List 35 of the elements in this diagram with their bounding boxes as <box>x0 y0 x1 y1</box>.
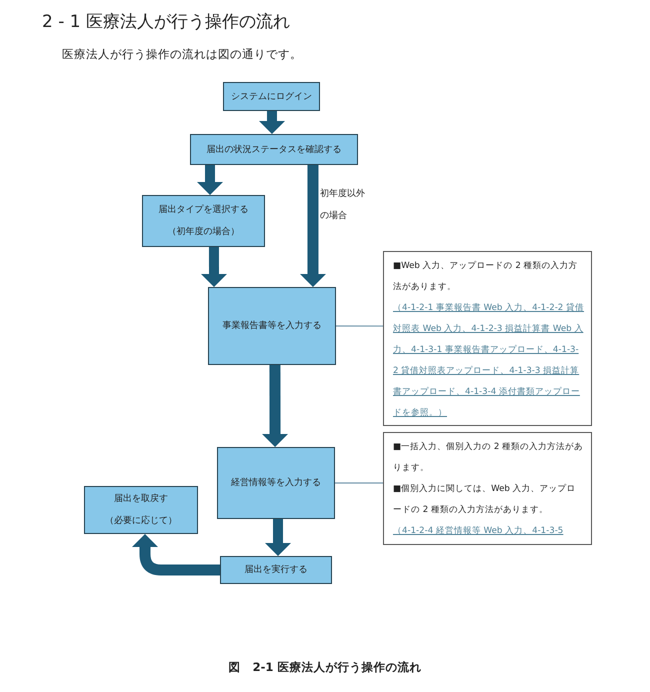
box-text: （必要に応じて） <box>105 514 177 528</box>
block-arrow <box>300 165 326 287</box>
box-text: 届出の状況ステータスを確認する <box>206 144 342 156</box>
box-text: 経営情報等を入力する <box>231 476 321 490</box>
figure-caption: 図 2-1 医療法人が行う操作の流れ <box>228 660 422 675</box>
block-arrow <box>265 519 291 556</box>
process-box <box>217 447 335 519</box>
process-box <box>220 556 332 584</box>
note-text: ■Web 入力、アップロードの 2 種類の入力方法があります。 <box>393 260 579 294</box>
block-arrow <box>132 534 220 576</box>
reference-links: （4-1-2-1 事業報告書 Web 入力、4-1-2-2 貸借対照表 Web 入力、4-1-2-3 損益計算書 Web 入力、4-1-3-1 事業報告書アップロード、4-1-3-2 貸借対照表アップロード、4-1-3-3 損益計算書アップロード、4-1-3-4 添付書類アップロードを参照。） <box>393 302 584 420</box>
box-text: 届出を実行する <box>244 564 308 577</box>
box-text: システムにログイン <box>231 90 312 104</box>
process-box <box>208 287 336 365</box>
box-text: 事業報告書等を入力する <box>222 320 322 333</box>
box-text: 届出を取戻す <box>114 492 168 506</box>
process-box <box>142 195 265 247</box>
intro-text: 医療法人が行う操作の流れは図の通りです。 <box>62 47 302 62</box>
connector-line <box>336 325 383 327</box>
block-arrow <box>262 365 288 447</box>
box-text: 届出タイプを選択する <box>158 203 248 217</box>
block-arrow <box>197 164 223 195</box>
process-box <box>84 486 198 534</box>
box-text: （初年度の場合） <box>168 226 240 239</box>
note-text: ■一括入力、個別入力の 2 種類の入力方法があります。 <box>393 441 584 475</box>
connector-line <box>335 482 383 484</box>
block-arrow <box>258 111 285 134</box>
note-box <box>383 251 592 426</box>
note-text: ■個別入力に関しては、Web 入力、アップロードの 2 種類の入力方法があります。 <box>393 482 577 517</box>
reference-links: （4-1-2-4 経営情報等 Web 入力、4-1-3-5 <box>393 525 564 538</box>
process-box <box>223 82 320 111</box>
note-box <box>383 432 592 545</box>
page-title: 2 - 1 医療法人が行う操作の流れ <box>42 11 290 33</box>
process-box <box>190 134 358 165</box>
block-arrow <box>201 247 227 287</box>
